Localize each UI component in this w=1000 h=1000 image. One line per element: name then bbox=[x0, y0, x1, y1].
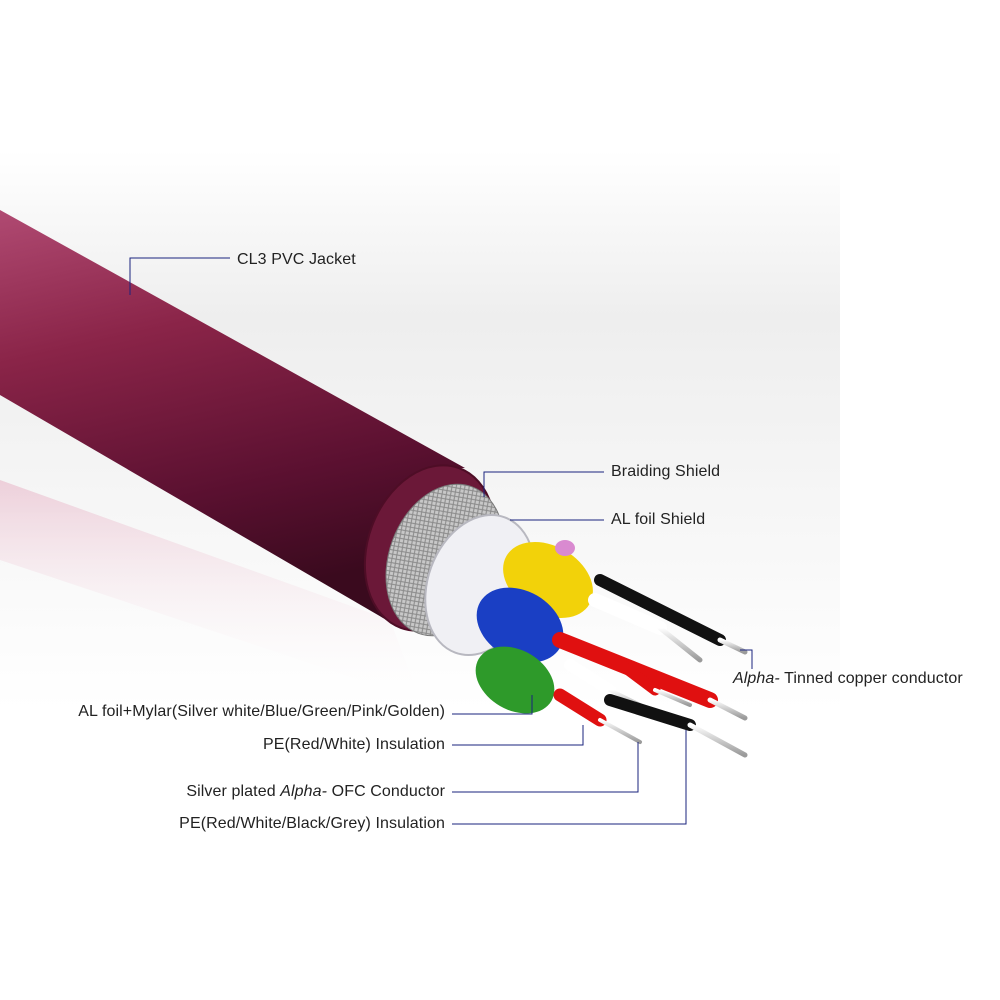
leader-pe-rw bbox=[452, 725, 583, 745]
silver-pre: Silver plated bbox=[186, 783, 280, 800]
leader-pe-rwbg bbox=[452, 730, 686, 824]
alpha-prefix: Alpha- bbox=[733, 670, 780, 687]
label-tinned-copper-conductor: Alpha- Tinned copper conductor bbox=[733, 670, 963, 688]
silver-post: OFC Conductor bbox=[327, 783, 445, 800]
label-braiding-shield: Braiding Shield bbox=[611, 463, 720, 481]
label-al-foil-shield: AL foil Shield bbox=[611, 511, 705, 529]
tinned-text: Tinned copper conductor bbox=[780, 670, 963, 687]
foil-pink bbox=[555, 540, 575, 556]
label-pe-red-white-insulation: PE(Red/White) Insulation bbox=[263, 736, 445, 754]
label-cl3-pvc-jacket: CL3 PVC Jacket bbox=[237, 251, 356, 269]
silver-alpha: Alpha- bbox=[280, 783, 327, 800]
label-al-foil-mylar: AL foil+Mylar(Silver white/Blue/Green/Pi… bbox=[78, 703, 445, 721]
leader-silver bbox=[452, 742, 638, 792]
label-silver-plated-ofc: Silver plated Alpha- OFC Conductor bbox=[186, 783, 445, 801]
label-pe-rwbg-insulation: PE(Red/White/Black/Grey) Insulation bbox=[179, 815, 445, 833]
